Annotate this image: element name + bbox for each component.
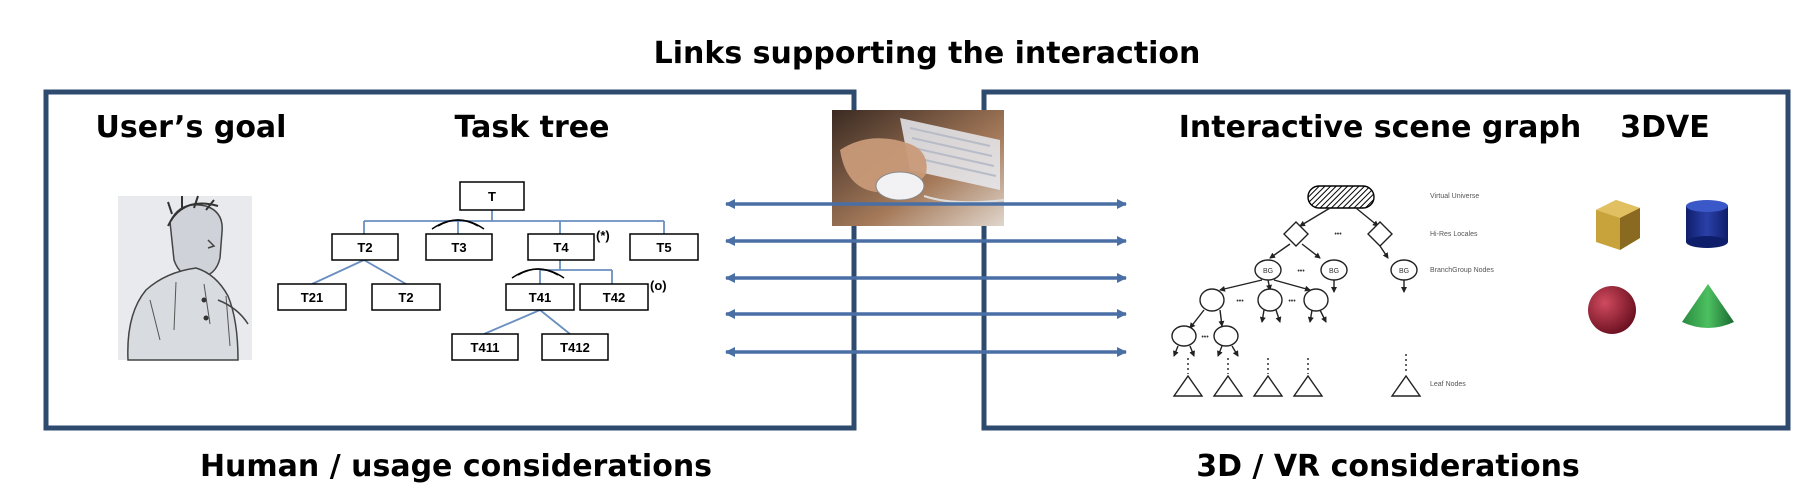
task-node-root-label: T bbox=[488, 189, 496, 204]
task-node-t411-label: T411 bbox=[471, 340, 500, 355]
task-node-t2-label: T2 bbox=[357, 240, 372, 255]
task-operator-arcs bbox=[431, 219, 565, 279]
user-sketch-icon bbox=[118, 195, 252, 361]
task-node-t42-label: T42 bbox=[603, 290, 625, 305]
task-node-t411: T411 bbox=[451, 333, 519, 361]
right-panel-caption: 3D / VR considerations bbox=[1196, 449, 1580, 484]
ellipsis-label: ••• bbox=[1288, 298, 1296, 305]
task-node-t21-label: T21 bbox=[301, 290, 323, 305]
virtual-universe-label: Virtual Universe bbox=[1430, 193, 1479, 200]
ellipsis-label: ••• bbox=[1297, 268, 1305, 275]
task-node-t42-marker: (o) bbox=[650, 278, 667, 293]
task-node-t2-child: T2 bbox=[371, 283, 441, 311]
task-node-t3: T3 bbox=[425, 233, 493, 261]
ellipsis-label: ••• bbox=[1334, 231, 1342, 238]
task-node-t3-label: T3 bbox=[451, 240, 466, 255]
task-node-t5-label: T5 bbox=[656, 240, 671, 255]
mouse-keyboard-photo bbox=[832, 110, 1005, 226]
cube-icon bbox=[1596, 200, 1640, 250]
task-node-t4-label: T4 bbox=[553, 240, 569, 255]
users-goal-heading: User’s goal bbox=[96, 110, 287, 145]
scene-graph bbox=[1171, 185, 1422, 397]
interaction-links bbox=[725, 199, 1127, 357]
task-node-t42: T42 bbox=[579, 283, 649, 311]
task-node-t41: T41 bbox=[505, 283, 575, 311]
sphere-icon bbox=[1588, 286, 1636, 334]
leaf-nodes-label: Leaf Nodes bbox=[1430, 381, 1466, 388]
task-node-t412: T412 bbox=[541, 333, 609, 361]
task-node-root: T bbox=[459, 181, 525, 211]
task-node-t4: T4 bbox=[527, 233, 595, 261]
task-node-t2: T2 bbox=[331, 233, 399, 261]
bg-node-label: BG bbox=[1263, 268, 1273, 275]
left-panel-frame bbox=[43, 89, 857, 431]
task-node-t4-marker: (*) bbox=[596, 228, 610, 243]
diagram-title: Links supporting the interaction bbox=[654, 36, 1201, 71]
task-tree-heading: Task tree bbox=[455, 110, 610, 145]
scene-graph-heading: Interactive scene graph bbox=[1179, 110, 1581, 145]
bg-node-label: BG bbox=[1399, 268, 1409, 275]
task-tree bbox=[311, 209, 665, 335]
task-node-t21: T21 bbox=[277, 283, 347, 311]
right-panel-frame bbox=[981, 89, 1791, 431]
task-node-t41-label: T41 bbox=[529, 290, 551, 305]
cylinder-icon bbox=[1686, 200, 1728, 248]
hires-locales-label: Hi-Res Locales bbox=[1430, 231, 1478, 238]
branch-group-label: BranchGroup Nodes bbox=[1430, 267, 1494, 274]
task-node-t2-child-label: T2 bbox=[398, 290, 413, 305]
left-panel-caption: Human / usage considerations bbox=[200, 449, 712, 484]
ellipsis-label: ••• bbox=[1236, 298, 1244, 305]
task-node-t5: T5 bbox=[629, 233, 699, 261]
3dve-heading: 3DVE bbox=[1620, 110, 1710, 145]
task-node-t412-label: T412 bbox=[560, 340, 590, 355]
cone-icon bbox=[1682, 284, 1734, 328]
bg-node-label: BG bbox=[1329, 268, 1339, 275]
ellipsis-label: ••• bbox=[1201, 334, 1209, 341]
